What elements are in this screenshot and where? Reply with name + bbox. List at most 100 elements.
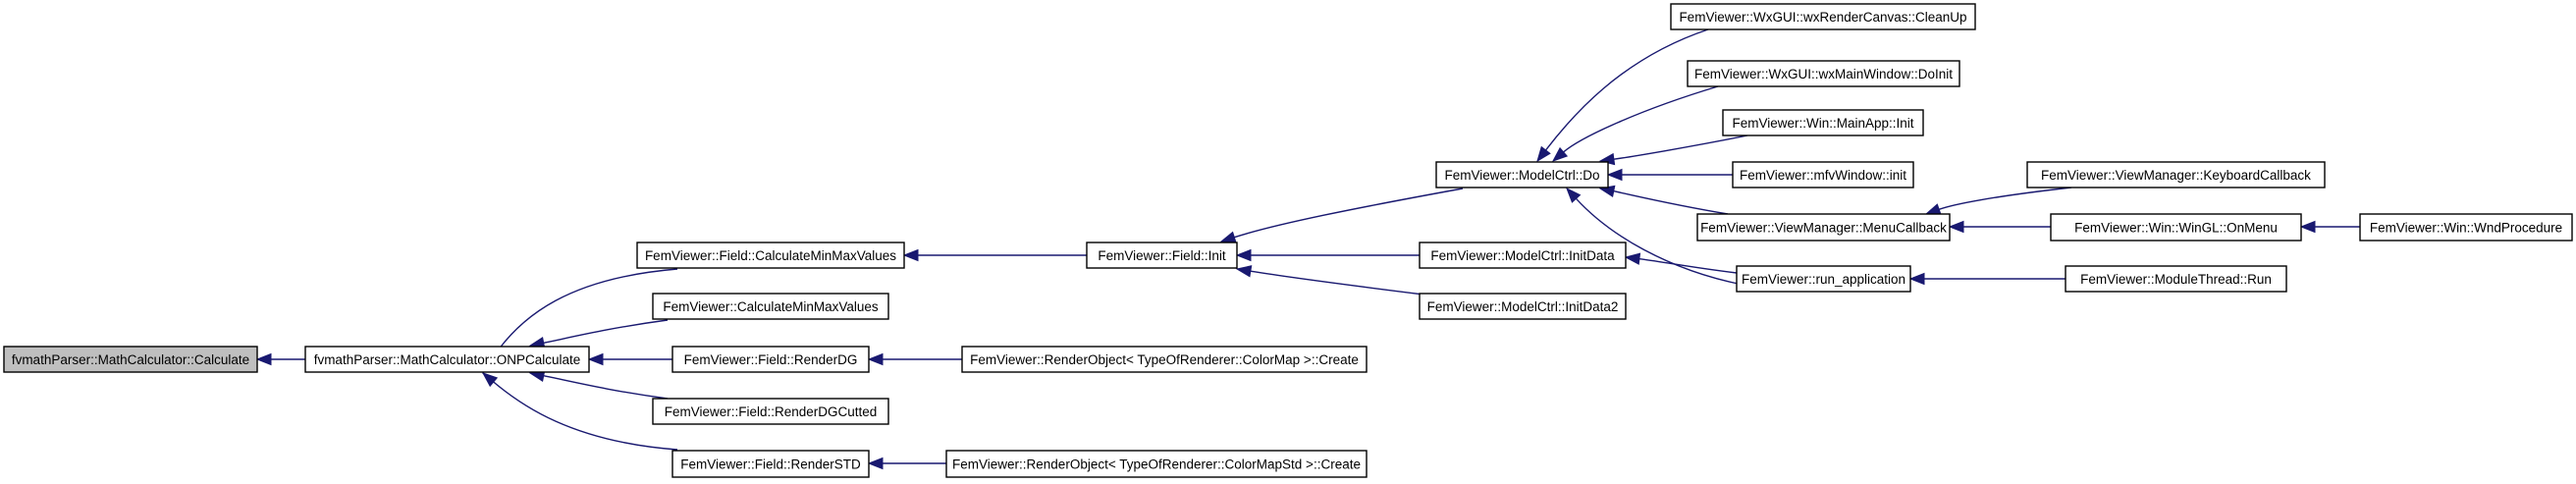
node-box[interactable]: [1086, 242, 1238, 269]
function-nodes: fvmathParser::MathCalculator::Calculate f…: [3, 3, 2573, 478]
node-box[interactable]: [2359, 213, 2573, 242]
node-label: FemViewer::Field::RenderDGCutted: [665, 404, 878, 419]
node-label: FemViewer::Win::MainApp::Init: [1732, 116, 1913, 131]
node-box[interactable]: [636, 242, 905, 269]
call-edge-renderdg-to-onp: [587, 352, 672, 366]
edge-line: [1575, 197, 1744, 286]
arrowhead-icon: [1948, 220, 1964, 234]
node-label: FemViewer::ModelCtrl::InitData: [1430, 248, 1615, 263]
call-edge-rocolormap-to-renderdg: [867, 352, 962, 366]
node-modrun[interactable]: FemViewer::ModuleThread::Run: [2065, 265, 2287, 293]
node-renderdg[interactable]: FemViewer::Field::RenderDG: [671, 346, 870, 373]
node-wndproc[interactable]: FemViewer::Win::WndProcedure: [2359, 213, 2573, 242]
node-calculate[interactable]: fvmathParser::MathCalculator::Calculate: [3, 346, 258, 373]
node-menucb[interactable]: FemViewer::ViewManager::MenuCallback: [1696, 213, 1951, 242]
arrowhead-icon: [1624, 252, 1641, 265]
node-label: FemViewer::Field::RenderSTD: [680, 457, 861, 472]
node-mfvinit[interactable]: FemViewer::mfvWindow::init: [1732, 161, 1914, 188]
edge-line: [1638, 257, 1738, 274]
node-keycb[interactable]: FemViewer::ViewManager::KeyboardCallback: [2026, 161, 2326, 188]
call-edge-wndproc-to-onmenu: [2299, 220, 2360, 234]
node-calcminmax[interactable]: FemViewer::CalculateMinMaxValues: [652, 293, 889, 320]
node-box[interactable]: [671, 450, 870, 478]
edge-line: [1613, 134, 1748, 160]
arrowhead-icon: [1235, 248, 1252, 262]
edge-line: [543, 319, 669, 344]
call-edge-runapp-to-initdata: [1624, 252, 1738, 274]
arrowhead-icon: [1924, 203, 1942, 215]
node-onmenu[interactable]: FemViewer::Win::WinGL::OnMenu: [2050, 213, 2302, 242]
arrowhead-icon: [867, 457, 884, 470]
node-box[interactable]: [2050, 213, 2302, 242]
edge-line: [1545, 28, 1709, 151]
node-label: FemViewer::WxGUI::wxRenderCanvas::CleanU…: [1679, 10, 1966, 25]
node-label: FemViewer::Win::WndProcedure: [2370, 221, 2562, 236]
node-renderstd[interactable]: FemViewer::Field::RenderSTD: [671, 450, 870, 478]
node-box[interactable]: [1670, 3, 1976, 30]
node-initdata[interactable]: FemViewer::ModelCtrl::InitData: [1419, 242, 1627, 269]
call-edge-rocolormapstd-to-renderstd: [867, 457, 946, 470]
call-edge-calcminmax-to-onp: [528, 319, 669, 350]
arrowhead-icon: [587, 352, 604, 366]
call-edge-mfvinit-to-mcdo: [1606, 168, 1733, 182]
node-box[interactable]: [1435, 161, 1609, 188]
node-mcdo[interactable]: FemViewer::ModelCtrl::Do: [1435, 161, 1609, 188]
node-box[interactable]: [961, 346, 1368, 373]
node-renderdgcut[interactable]: FemViewer::Field::RenderDGCutted: [652, 398, 889, 425]
node-box[interactable]: [652, 398, 889, 425]
node-box[interactable]: [1687, 60, 1960, 87]
node-onp[interactable]: fvmathParser::MathCalculator::ONPCalcula…: [304, 346, 590, 373]
node-runapp[interactable]: FemViewer::run_application: [1736, 265, 1911, 293]
node-box[interactable]: [1419, 242, 1627, 269]
arrowhead-icon: [1235, 265, 1253, 278]
call-edge-keycb-to-menucb: [1924, 187, 2072, 215]
node-rocolormapstd[interactable]: FemViewer::RenderObject< TypeOfRenderer:…: [945, 450, 1368, 478]
node-initdata2[interactable]: FemViewer::ModelCtrl::InitData2: [1419, 293, 1627, 320]
arrowhead-icon: [1908, 272, 1925, 286]
node-box[interactable]: [671, 346, 870, 373]
edge-line: [1250, 270, 1424, 296]
node-label: FemViewer::mfvWindow::init: [1740, 168, 1906, 183]
edge-line: [493, 381, 678, 451]
node-box[interactable]: [1722, 109, 1924, 136]
call-edge-onp-to-calculate: [255, 352, 305, 366]
arrowhead-icon: [1551, 146, 1569, 162]
arrowhead-icon: [1536, 145, 1551, 163]
node-label: FemViewer::CalculateMinMaxValues: [663, 299, 879, 314]
node-box[interactable]: [3, 346, 258, 373]
node-box[interactable]: [1419, 293, 1627, 320]
arrowhead-icon: [1566, 187, 1582, 203]
node-mainappinit[interactable]: FemViewer::Win::MainApp::Init: [1722, 109, 1924, 136]
node-box[interactable]: [1736, 265, 1911, 293]
node-label: FemViewer::WxGUI::wxMainWindow::DoInit: [1694, 67, 1953, 81]
call-edge-mcdo-to-finit: [1219, 188, 1464, 243]
node-doinit[interactable]: FemViewer::WxGUI::wxMainWindow::DoInit: [1687, 60, 1960, 87]
node-box[interactable]: [652, 293, 889, 320]
node-box[interactable]: [945, 450, 1368, 478]
arrowhead-icon: [255, 352, 272, 366]
node-finit[interactable]: FemViewer::Field::Init: [1086, 242, 1238, 269]
node-box[interactable]: [2065, 265, 2287, 293]
node-label: FemViewer::Field::CalculateMinMaxValues: [645, 248, 896, 263]
node-cleanup[interactable]: FemViewer::WxGUI::wxRenderCanvas::CleanU…: [1670, 3, 1976, 30]
node-box[interactable]: [304, 346, 590, 373]
edge-line: [489, 268, 678, 362]
node-label: FemViewer::ModuleThread::Run: [2080, 272, 2272, 287]
node-label: FemViewer::RenderObject< TypeOfRenderer:…: [970, 352, 1359, 367]
arrowhead-icon: [1606, 168, 1623, 182]
node-box[interactable]: [2026, 161, 2326, 188]
edge-line: [1938, 187, 2072, 210]
call-edge-renderstd-to-onp: [481, 372, 678, 451]
arrowhead-icon: [481, 372, 499, 388]
call-edge-cleanup-to-mcdo: [1536, 28, 1709, 163]
node-fcalcminmax[interactable]: FemViewer::Field::CalculateMinMaxValues: [636, 242, 905, 269]
node-label: FemViewer::Field::Init: [1098, 248, 1226, 263]
node-label: FemViewer::run_application: [1742, 272, 1905, 287]
node-box[interactable]: [1696, 213, 1951, 242]
node-rocolormap[interactable]: FemViewer::RenderObject< TypeOfRenderer:…: [961, 346, 1368, 373]
edge-line: [1234, 188, 1464, 239]
edge-line: [1563, 85, 1719, 153]
node-box[interactable]: [1732, 161, 1914, 188]
call-edge-initdata2-to-finit: [1235, 265, 1424, 296]
